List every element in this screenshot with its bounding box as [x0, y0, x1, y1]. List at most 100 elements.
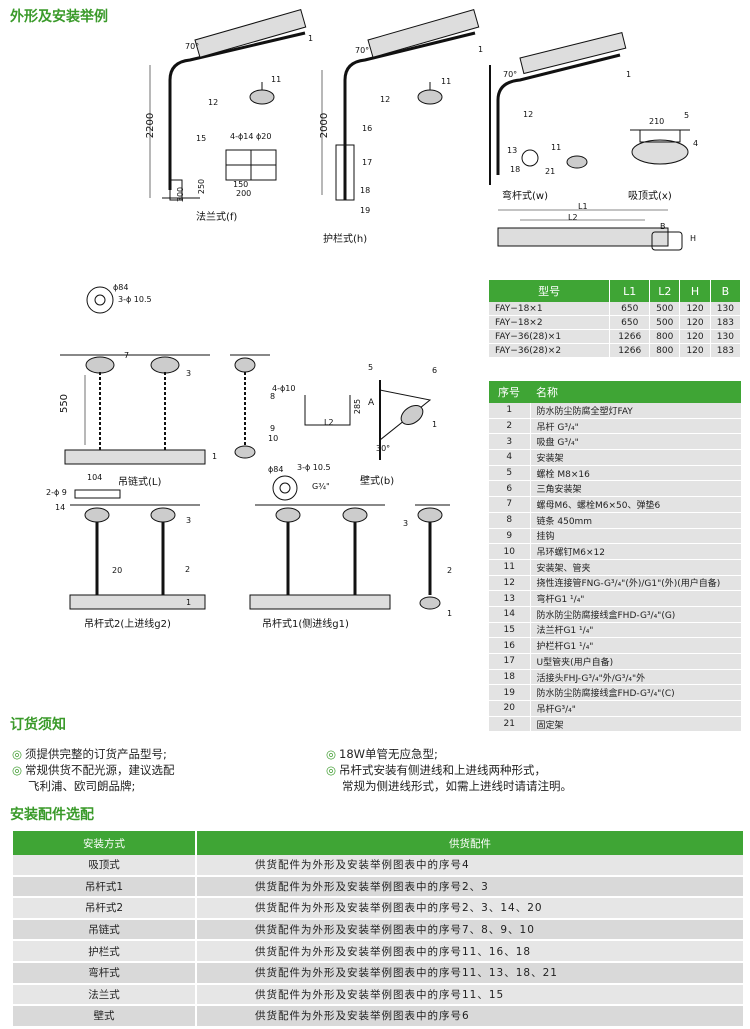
dim-285: 285 [353, 398, 363, 415]
parts-row-cell: 21 [489, 716, 531, 733]
order-notes-right: ◎18W单管无应急型; ◎吊杆式安装有侧进线和上进线两种形式， 常规为侧进线形式… [326, 746, 746, 794]
wall-mount-drawing [379, 380, 432, 460]
spec-row-cell: 130 [710, 302, 742, 316]
callout-11-c: 11 [551, 143, 562, 152]
bullet-icon: ◎ [326, 763, 337, 777]
parts-row-cell: 螺栓 M8×16 [530, 465, 741, 482]
caption-rod1: 吊杆式1(侧进线g1) [262, 619, 349, 630]
dim-250: 250 [197, 178, 207, 195]
flange-mount-drawing [149, 9, 307, 201]
callout-4: 4 [693, 139, 699, 148]
accessory-row-cell: 弯杆式 [13, 961, 197, 985]
parts-row-cell: 吊环螺钉M6×12 [530, 543, 741, 560]
spec-row-cell: 120 [679, 343, 711, 358]
caption-rod2: 吊杆式2(上进线g2) [84, 619, 171, 630]
rod-mount-1-drawing [249, 475, 450, 610]
parts-row-cell: 防水防尘防腐全塑灯FAY [530, 403, 741, 419]
accessory-row-cell: 护栏式 [13, 940, 197, 963]
spec-row-cell: 650 [609, 315, 651, 330]
parts-row-cell: U型管夹(用户自备) [530, 653, 741, 670]
chain-hook-detail [230, 354, 351, 459]
spec-header: L2 [649, 280, 681, 302]
parts-row-cell: 12 [489, 575, 531, 592]
parts-row-cell: 10 [489, 543, 531, 560]
callout-7: 7 [124, 351, 130, 360]
accessory-row-cell: 壁式 [13, 1005, 197, 1028]
parts-header-row: 序号 名称 [489, 381, 741, 403]
spec-row-cell: 183 [710, 343, 742, 358]
note-item: ◎18W单管无应急型; [326, 746, 746, 762]
callout-19: 19 [360, 206, 371, 215]
parts-row-cell: 法兰杆G1 ¹/₄" [530, 622, 741, 639]
parts-row-cell: 三角安装架 [530, 480, 741, 498]
parts-row-cell: 护栏杆G1 ¹/₄" [530, 637, 741, 654]
callout-14: 14 [55, 503, 66, 512]
spec-row-cell: 120 [679, 315, 711, 330]
parts-row-cell: 防水防尘防腐接线盒FHD-G³/₄"(G) [530, 606, 741, 623]
accessory-row: 吊链式供货配件为外形及安装举例图表中的序号7、8、9、10 [13, 918, 743, 942]
caption-bend: 弯杆式(w) [502, 191, 548, 202]
accessory-row-cell: 供货配件为外形及安装举例图表中的序号11、15 [196, 983, 743, 1007]
parts-row-cell: 吸盘 G³/₄" [530, 433, 741, 451]
ceiling-mount-drawing [630, 129, 690, 165]
accessory-row-cell: 吊链式 [13, 918, 197, 942]
spec-row-cell: 183 [710, 315, 742, 330]
section-title-shape: 外形及安装举例 [10, 9, 108, 25]
parts-row-cell: 13 [489, 590, 531, 607]
callout-3-a: 3 [186, 369, 192, 378]
callout-16: 16 [362, 124, 373, 133]
dim-L2-chain: L2 [324, 418, 334, 427]
parts-row-cell: 6 [489, 480, 531, 498]
section-title-order: 订货须知 [10, 717, 66, 733]
callout-1-a: 1 [308, 34, 314, 43]
dim-H: H [690, 234, 697, 243]
accessory-row: 法兰式供货配件为外形及安装举例图表中的序号11、15 [13, 983, 743, 1007]
parts-row-cell: 9 [489, 528, 531, 545]
callout-11-a: 11 [271, 75, 282, 84]
parts-header-no: 序号 [489, 381, 530, 403]
callout-1-e: 1 [186, 598, 192, 607]
callout-1-c: 1 [626, 70, 632, 79]
spec-header: B [710, 280, 742, 302]
callout-1-b: 1 [478, 45, 484, 54]
callout-3-c: 3 [403, 519, 409, 528]
parts-header-name: 名称 [530, 381, 741, 403]
spec-row-cell: 500 [649, 315, 681, 330]
hole-3-105-a: 3-ϕ 10.5 [118, 295, 152, 304]
section-A: A [368, 398, 375, 408]
callout-12-c: 12 [523, 110, 534, 119]
callout-13: 13 [507, 146, 518, 155]
accessory-row-cell: 供货配件为外形及安装举例图表中的序号2、3 [196, 875, 743, 899]
note-text: 常规供货不配光源，建议选配 [25, 763, 175, 777]
caption-flange: 法兰式(f) [196, 212, 238, 223]
dim-B: B [660, 222, 666, 231]
note-item: ◎常规供货不配光源，建议选配 [12, 762, 312, 778]
parts-row-cell: 8 [489, 512, 531, 529]
section-title-accessory: 安装配件选配 [10, 807, 94, 823]
spec-row-cell: 650 [609, 302, 651, 316]
note-text: 须提供完整的订货产品型号; [25, 747, 167, 761]
parts-row-cell: 弯杆G1 ¹/₄" [530, 590, 741, 607]
dim-104: 104 [87, 473, 103, 482]
callout-11-b: 11 [441, 77, 452, 86]
angle-70-a: 70° [185, 42, 200, 51]
hole-4-14: 4-ϕ14 ϕ20 [230, 132, 272, 141]
dim-300: 300 [176, 186, 186, 203]
accessory-row: 壁式供货配件为外形及安装举例图表中的序号6 [13, 1005, 743, 1028]
callout-1-f: 1 [447, 609, 453, 618]
accessory-header-row: 安装方式 供货配件 [13, 831, 743, 855]
angle-70-b: 70° [355, 46, 370, 55]
callout-20: 20 [112, 566, 123, 575]
